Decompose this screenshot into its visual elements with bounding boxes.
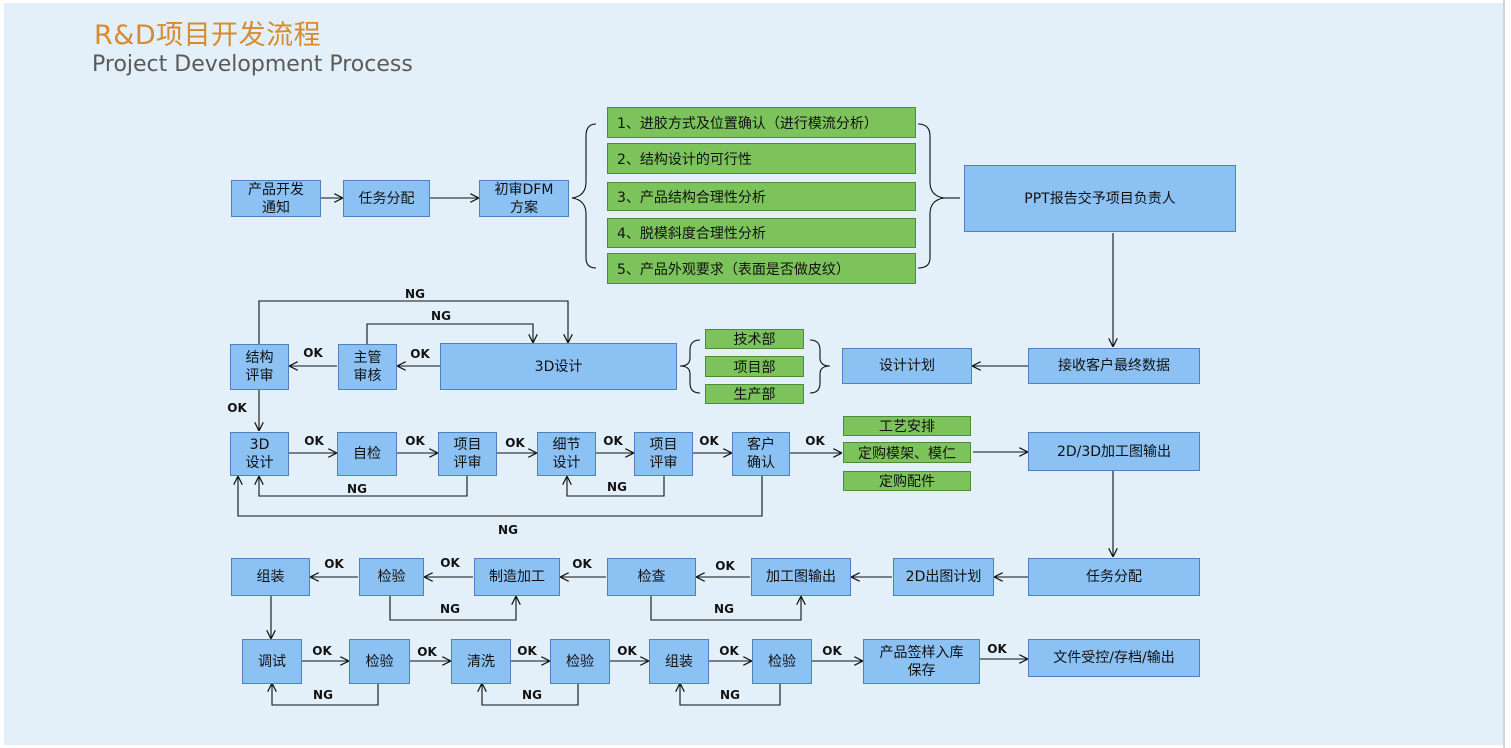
ok-label: OK bbox=[405, 434, 425, 448]
receive-final-data-box: 接收客户最终数据 bbox=[1028, 348, 1200, 384]
task-order-parts: 定购配件 bbox=[843, 471, 971, 491]
design-3d-small-box: 3D 设计 bbox=[230, 432, 289, 476]
machining-drawing-box: 加工图输出 bbox=[751, 558, 851, 596]
inspection-box-2: 检验 bbox=[349, 639, 410, 684]
manufacturing-box: 制造加工 bbox=[474, 558, 560, 596]
page-title: R&D项目开发流程 bbox=[94, 20, 322, 51]
page-subtitle: Project Development Process bbox=[92, 52, 413, 77]
product-dev-notice-box: 产品开发 通知 bbox=[231, 180, 321, 217]
debug-box: 调试 bbox=[242, 639, 302, 684]
assembly-box-1: 组装 bbox=[231, 558, 310, 596]
dfm-review-box: 初审DFM 方案 bbox=[479, 180, 569, 217]
check-box: 检查 bbox=[607, 558, 696, 596]
dfm-item-1: 1、进胶方式及位置确认（进行模流分析） bbox=[607, 107, 916, 138]
assembly-box-2: 组装 bbox=[649, 639, 709, 684]
ok-label: OK bbox=[603, 434, 623, 448]
ng-label: NG bbox=[347, 482, 367, 496]
manager-review-box: 主管 审核 bbox=[338, 344, 397, 390]
ng-label: NG bbox=[522, 688, 542, 702]
ok-label: OK bbox=[227, 401, 247, 415]
ok-label: OK bbox=[417, 645, 437, 659]
ng-label: NG bbox=[405, 287, 425, 301]
design-3d-box: 3D设计 bbox=[440, 343, 677, 390]
dfm-item-3: 3、产品结构合理性分析 bbox=[607, 182, 916, 211]
dept-tech: 技术部 bbox=[705, 329, 804, 349]
document-control-box: 文件受控/存档/输出 bbox=[1028, 639, 1200, 677]
cleaning-box: 清洗 bbox=[451, 639, 511, 684]
customer-confirm-box: 客户 确认 bbox=[732, 432, 790, 476]
ok-label: OK bbox=[805, 434, 825, 448]
ng-label: NG bbox=[720, 688, 740, 702]
ok-label: OK bbox=[324, 557, 344, 571]
ok-label: OK bbox=[987, 642, 1007, 656]
ok-label: OK bbox=[517, 644, 537, 658]
ok-label: OK bbox=[715, 559, 735, 573]
ok-label: OK bbox=[505, 436, 525, 450]
sample-storage-box: 产品签样入库 保存 bbox=[863, 639, 980, 684]
dfm-item-4: 4、脱模斜度合理性分析 bbox=[607, 218, 916, 248]
ok-label: OK bbox=[410, 347, 430, 361]
task-assign-box-2: 任务分配 bbox=[1028, 558, 1200, 596]
ok-label: OK bbox=[312, 644, 332, 658]
ng-label: NG bbox=[607, 480, 627, 494]
ok-label: OK bbox=[699, 434, 719, 448]
task-assign-box: 任务分配 bbox=[343, 180, 430, 217]
self-check-box: 自检 bbox=[337, 432, 397, 476]
drawing-output-box: 2D/3D加工图输出 bbox=[1028, 432, 1200, 471]
dfm-item-5: 5、产品外观要求（表面是否做皮纹） bbox=[607, 253, 916, 284]
task-process-plan: 工艺安排 bbox=[843, 416, 971, 436]
inspection-box-4: 检验 bbox=[752, 639, 812, 684]
ok-label: OK bbox=[572, 557, 592, 571]
ng-label: NG bbox=[440, 602, 460, 616]
page-edge bbox=[1503, 0, 1505, 748]
ng-label: NG bbox=[313, 688, 333, 702]
detail-design-box: 细节 设计 bbox=[537, 432, 596, 476]
dept-project: 项目部 bbox=[705, 356, 804, 377]
ok-label: OK bbox=[719, 644, 739, 658]
ng-label: NG bbox=[714, 602, 734, 616]
ok-label: OK bbox=[304, 434, 324, 448]
task-order-mold: 定购模架、模仁 bbox=[843, 442, 971, 463]
ok-label: OK bbox=[822, 644, 842, 658]
project-review-box-1: 项目 评审 bbox=[438, 432, 497, 476]
ng-label: NG bbox=[431, 309, 451, 323]
project-review-box-2: 项目 评审 bbox=[634, 432, 693, 476]
ok-label: OK bbox=[617, 644, 637, 658]
ng-label: NG bbox=[498, 523, 518, 537]
ok-label: OK bbox=[303, 346, 323, 360]
dfm-item-2: 2、结构设计的可行性 bbox=[607, 143, 916, 174]
inspection-box-3: 检验 bbox=[550, 639, 610, 684]
inspection-box-1: 检验 bbox=[359, 558, 424, 596]
dept-production: 生产部 bbox=[705, 384, 804, 404]
ok-label: OK bbox=[440, 556, 460, 570]
drawing-plan-box: 2D出图计划 bbox=[893, 558, 994, 596]
ppt-report-box: PPT报告交予项目负责人 bbox=[964, 165, 1236, 232]
structure-review-box: 结构 评审 bbox=[230, 344, 289, 390]
design-plan-box: 设计计划 bbox=[842, 348, 972, 384]
